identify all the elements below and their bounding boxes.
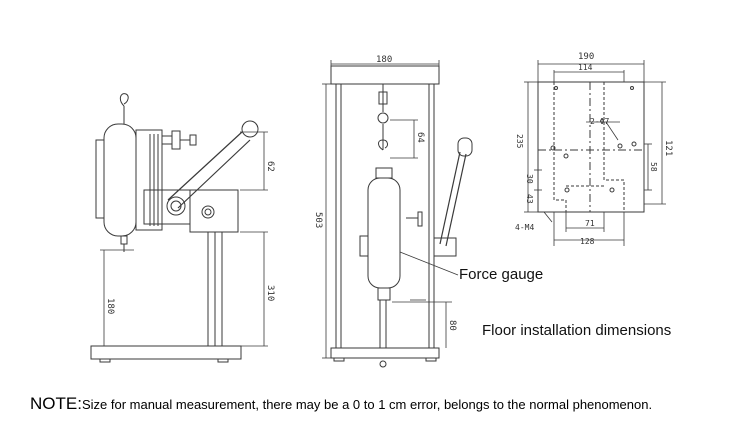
plan-dim-121: 121 [663,140,673,156]
plan-dim-2-phi7: 2-Φ7 [590,117,609,126]
front-hook [378,139,388,151]
plan-dim-4-m4: 4-M4 [515,223,534,232]
side-gauge-face [95,139,105,219]
side-dim-180: 180 [105,298,115,314]
side-foot-left [99,358,111,363]
plan-dim-71: 71 [585,219,595,228]
front-lever-knob [457,137,473,157]
side-gauge-body [103,123,137,237]
side-dim-62: 62 [265,161,275,172]
plan-outline [537,81,645,213]
note-text: Size for manual measurement, there may b… [81,397,653,412]
side-pivot [166,196,186,216]
note: NOTE:Size for manual measurement, there … [30,394,652,414]
plan-hole [550,145,556,151]
note-prefix: NOTE: [30,394,82,413]
front-base-plate [330,347,440,359]
front-dim-80: 80 [447,320,457,331]
side-dim-310: 310 [265,285,275,301]
side-lever-knob [241,120,259,138]
front-top-plate [330,65,440,85]
plan-dim-43: 43 [525,194,534,204]
side-hook [119,93,129,124]
front-dim-64: 64 [415,132,425,143]
side-knob [201,205,215,219]
front-dim-180: 180 [376,55,392,65]
front-view [322,60,473,368]
plan-dim-114: 114 [578,63,593,72]
force-gauge-label: Force gauge [459,266,544,283]
side-view [90,93,268,363]
side-base-plate [90,345,242,360]
plan-dim-235: 235 [515,134,524,149]
floor-installation-label: Floor installation dimensions [482,322,672,339]
plan-dim-190: 190 [578,52,594,62]
plan-dim-30: 30 [525,174,534,184]
side-lever-arm [167,131,243,201]
side-clamp-screw [171,130,181,150]
plan-dim-58: 58 [649,162,658,172]
plan-dim-128: 128 [580,237,595,246]
side-carriage [143,189,191,225]
front-force-gauge [367,177,401,289]
side-foot-right [217,358,229,363]
side-gauge-mount [135,129,163,231]
front-dim-503: 503 [313,212,323,228]
force-gauge-leader [399,251,459,276]
base-plan [524,60,666,246]
front-lever [439,151,461,245]
front-side-block [433,237,457,257]
